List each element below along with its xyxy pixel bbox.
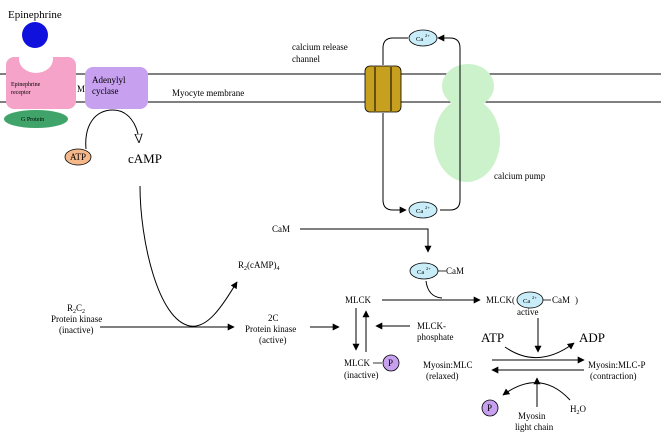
mlck-complex-cam: CaM [552,295,570,305]
svg-text:Ca: Ca [416,208,423,215]
adenylyl-cyclase [85,67,148,109]
svg-text:CaM: CaM [446,266,464,276]
mlck-p-label: MLCK [344,358,371,368]
epinephrine-molecule [22,22,48,48]
ca-pump-path [437,34,461,211]
svg-text:Ca: Ca [417,269,424,276]
atp-adp-curve [504,342,575,359]
pk-inactive-line1: Protein kinase [51,314,102,324]
myosin-lc-line2: light chain [515,422,554,432]
mlck-p-inactive-label: (inactive) [344,370,378,380]
svg-text:Ca: Ca [416,36,423,43]
ca-release-down-path [382,113,407,214]
epinephrine-receptor [6,45,76,109]
atp-small-label: ATP [70,152,86,162]
receptor-label-line2: receptor [11,90,31,96]
g-protein [4,110,68,128]
pk-active-line1: Protein kinase [245,324,296,334]
calcium-pump-label: calcium pump [494,171,546,181]
camp-activation-curve [139,185,238,327]
ca-cam-complex: Ca 2+ CaM [409,262,464,280]
svg-text:2+: 2+ [425,205,430,210]
g-protein-label: G Protein [21,117,44,123]
pk-inactive-line2: (inactive) [59,325,93,335]
calcium-release-channel [364,65,402,113]
myosin-mlc-line2: (relaxed) [426,371,458,381]
atp-badge [64,148,92,166]
svg-text:P: P [388,358,393,368]
h2o-label: H2O [570,404,587,416]
epinephrine-label: Epinephrine [8,9,62,21]
adenylyl-label-line1: Adenylyl [92,75,126,85]
myosin-mlcp-line2: (contraction) [590,371,636,381]
channel-label-line2: channel [292,54,320,64]
svg-text:P: P [487,403,492,413]
myosin-lc-line1: Myosin [518,411,546,421]
mlck-complex-suffix: ) [575,295,578,305]
svg-text:2+: 2+ [532,295,537,300]
ca-release-path [382,37,408,65]
mlck-phosphate-group: P [382,354,400,372]
svg-text:2+: 2+ [425,33,430,38]
calcium-pump-shape [434,64,500,182]
released-phosphate: P [481,399,499,417]
mlck-active-label: active [517,307,539,317]
r2c2-label: R2C2 [67,303,85,315]
pk-active-line0: 2C [268,313,279,323]
pk-active-line2: (active) [259,335,286,345]
svg-text:2+: 2+ [426,266,431,271]
complex-to-mlck-curve [425,280,443,299]
receptor-label-line1: Epinephrine [11,82,41,88]
r2camp4-label: R2(cAMP)4 [238,260,280,272]
atp-label: ATP [481,330,504,345]
ca-ion-bottom: Ca 2+ [408,201,438,219]
myosin-mlcp-line1: Myosin:MLC-P [588,360,646,370]
channel-label-line1: calcium release [292,42,348,52]
membrane-m-label: M [77,84,85,94]
mlck-complex-ca: Ca 2+ [516,291,544,309]
svg-text:Ca: Ca [523,298,530,305]
adenylyl-label-line2: cyclase [92,86,118,96]
cam-to-complex-arrow [300,228,432,253]
myocyte-membrane-label: Myocyte membrane [172,88,244,98]
ca-ion-top: Ca 2+ [408,29,438,47]
camp-label: cAMP [128,151,162,166]
myosin-mlc-line1: Myosin:MLC [423,360,473,370]
mlck-phosphate-line1: MLCK- [417,321,446,331]
atp-to-camp-arrow [85,109,139,150]
mlck-complex-prefix: MLCK( [486,295,515,305]
mlck-label: MLCK [345,295,372,305]
adp-label: ADP [579,330,605,345]
cam-label: CaM [272,224,290,234]
mlck-phosphate-line2: phosphate [417,332,454,342]
